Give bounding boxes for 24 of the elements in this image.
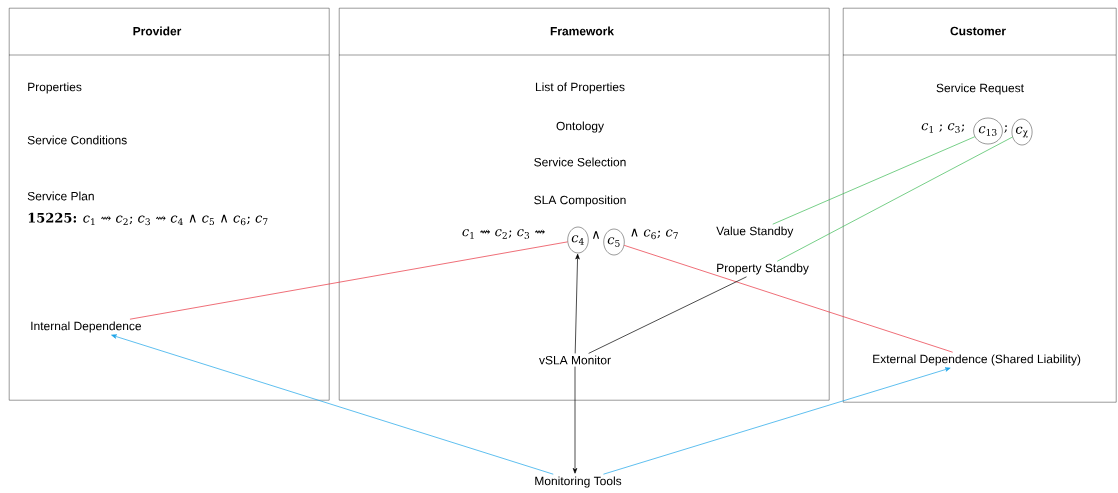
connector-line [623,244,954,353]
circled-term: c$_{5}$ [603,228,625,256]
formula-text: c$_{1}$ ⇝ c$_{2}$; c$_{3}$ ⇝ [462,229,545,239]
node-text: Value Standby [716,226,794,238]
connector-line [588,276,747,354]
node-text: Internal Dependence [31,321,142,333]
node-text: Property Standby [717,263,809,275]
node-text: External Dependence (Shared Liability) [873,354,1081,366]
connector-line [129,241,568,320]
arrow [111,334,554,475]
connector-line [772,136,976,225]
arrow [603,367,951,475]
circled-term: c$_{χ}$ [1011,118,1033,146]
node-text: vSLA Monitor [539,355,611,365]
formula-text: c$_{1}$ ; c$_{3}$; [921,123,964,133]
formula-text: ; [1004,125,1007,133]
circled-term: c$_{13}$ [973,117,1003,145]
formula-text: ∧ c$_{6}$; c$_{7}$ [631,228,678,240]
circled-term: c$_{4}$ [567,226,589,254]
formula-text: ∧ [592,231,600,239]
arrow [574,253,580,354]
connector-line [776,136,1013,262]
node-text: Monitoring Tools [535,476,622,488]
arrow [572,366,578,474]
